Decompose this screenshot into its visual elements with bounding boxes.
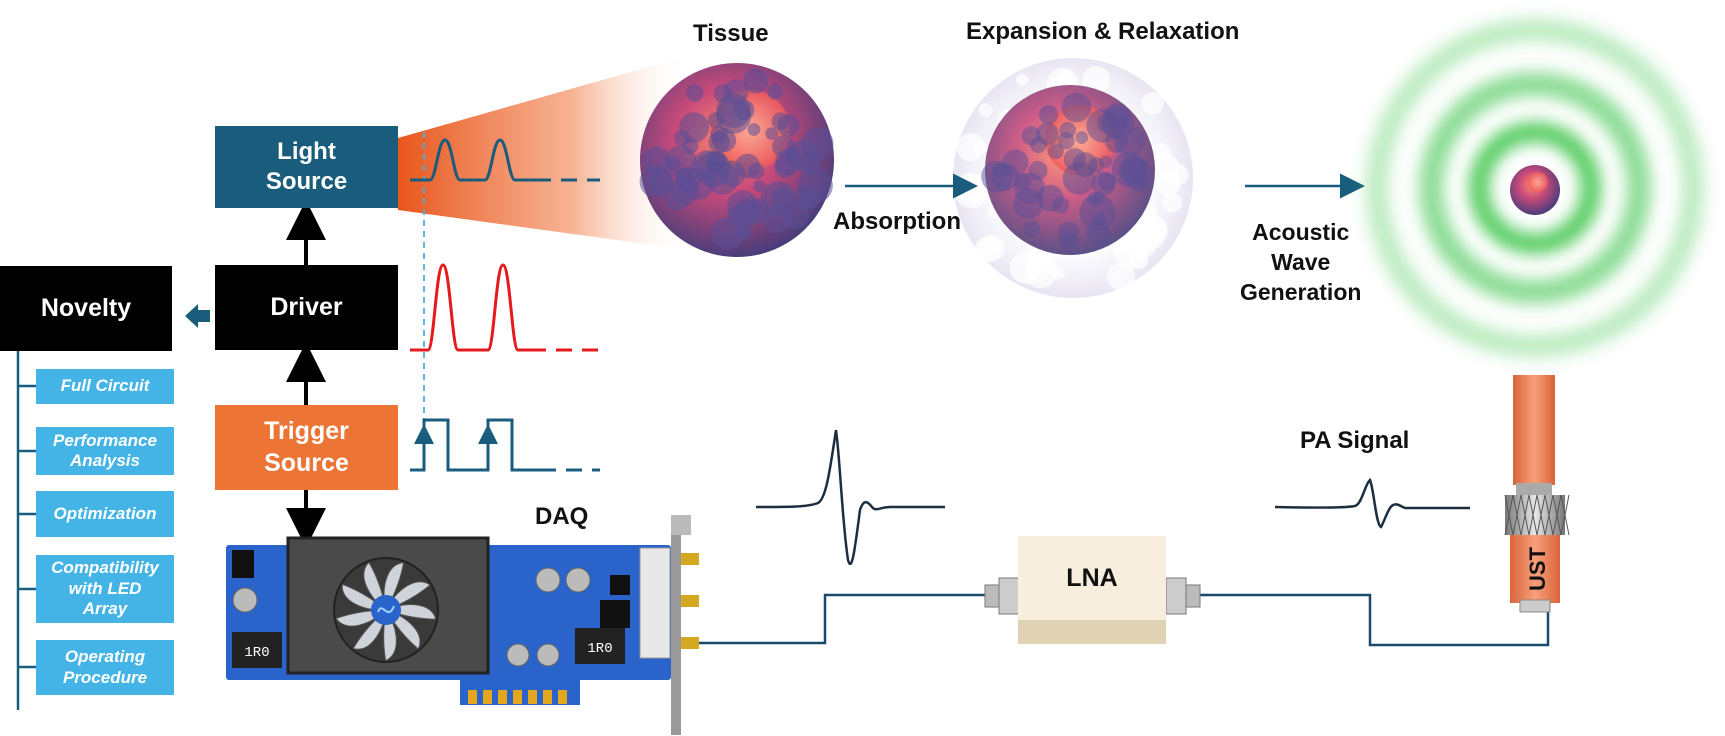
novelty-item-text: Compatibility: [51, 558, 159, 578]
driver-pulse-train: [410, 263, 530, 352]
light-source-label-line2: Source: [265, 168, 348, 195]
novelty-item-text: Operating: [64, 647, 146, 667]
trigger-source-label-line2: Source: [264, 448, 349, 477]
ust-label: UST: [1525, 546, 1550, 591]
lna-label: LNA: [1066, 564, 1118, 592]
novelty-item-text: Procedure: [62, 667, 148, 687]
novelty-item-text: Optimization: [53, 503, 157, 523]
pa-signal-label: PA Signal: [1300, 427, 1410, 454]
chip-label-2: 1R0: [587, 641, 612, 657]
expansion-relaxation-label: Expansion & Relaxation: [966, 18, 1240, 45]
chip-label-1: 1R0: [244, 645, 269, 661]
novelty-item-text: Analysis: [70, 451, 140, 470]
novelty-label: Novelty: [40, 293, 132, 322]
light-beam: [398, 58, 690, 250]
lna-connectors: [984, 577, 1201, 615]
novelty-item-performance-analysis: Performance Analysis: [36, 427, 174, 475]
acoustic-wave-rings: [1366, 19, 1704, 357]
lna-to-ust-cable: [1200, 593, 1550, 647]
expanded-tissue-sphere: [953, 58, 1193, 298]
raw-pa-signal: [1274, 477, 1470, 529]
acoustic-label-line2: Wave: [1271, 248, 1331, 275]
light-source-label-line1: Light: [277, 138, 336, 165]
novelty-item-text: Array: [82, 599, 128, 619]
tissue-sphere: [639, 63, 834, 257]
daq-to-lna-cable: [699, 593, 985, 645]
novelty-item-text: Performance: [53, 430, 157, 450]
daq-card: [226, 515, 699, 735]
light-pulse-train: [410, 138, 535, 182]
novelty-block: Novelty: [0, 266, 172, 351]
acoustic-label-line3: Generation: [1240, 278, 1362, 305]
trigger-source-label-line1: Trigger: [264, 417, 349, 446]
novelty-item-led-compatibility: Compatibility with LED Array: [36, 555, 174, 623]
novelty-tree-branches: [18, 384, 36, 669]
trigger-source-block: Trigger Source: [215, 405, 398, 490]
novelty-item-operating-procedure: Operating Procedure: [36, 640, 174, 695]
novelty-item-text: Full Circuit: [60, 376, 150, 396]
small-tissue-sphere: [1510, 165, 1560, 215]
tissue-label: Tissue: [693, 20, 769, 47]
light-source-block: Light Source: [215, 126, 398, 208]
trigger-square-wave: [410, 418, 540, 472]
ust-transducer: [1504, 375, 1570, 613]
novelty-item-optimization: Optimization: [36, 491, 174, 537]
lna-block: LNA: [1018, 536, 1166, 644]
acoustic-label-line1: Acoustic: [1252, 219, 1350, 245]
novelty-item-text: with LED: [68, 578, 142, 598]
daq-label: DAQ: [535, 503, 589, 530]
driver-label: Driver: [270, 292, 343, 321]
amplified-pa-signal: [755, 429, 945, 565]
novelty-item-full-circuit: Full Circuit: [36, 369, 174, 404]
absorption-label: Absorption: [833, 208, 961, 235]
driver-block: Driver: [215, 265, 398, 350]
novelty-arrow-icon: [185, 304, 210, 328]
acoustic-wave-generation-label: Acoustic Wave Generation: [1240, 218, 1361, 308]
